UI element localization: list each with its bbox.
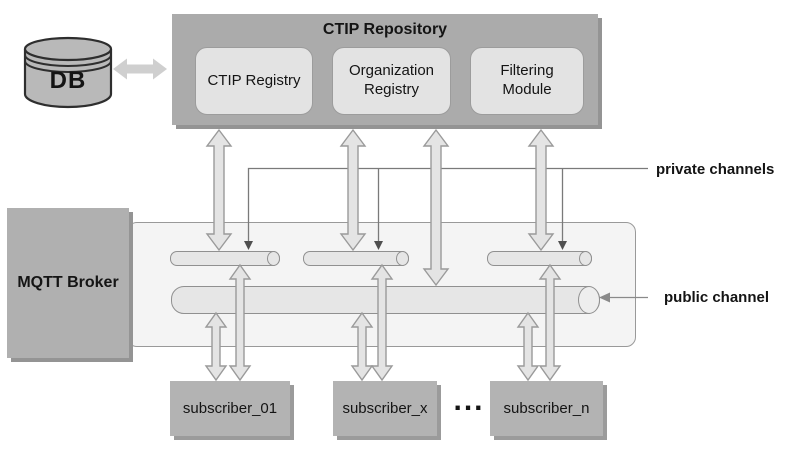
db-repo-arrow: [113, 58, 167, 80]
public-channel-label: public channel: [664, 289, 770, 306]
subscriber-box-3: subscriber_n: [490, 381, 603, 436]
module-label: Filtering Module: [500, 62, 554, 98]
cylinder-end-cap: [267, 251, 280, 266]
repository-title: CTIP Repository: [322, 21, 448, 38]
db-label: DB: [49, 67, 87, 94]
cylinder-end-cap: [579, 251, 592, 266]
cylinder-end-cap: [396, 251, 409, 266]
private-channels-label: private channels: [656, 161, 775, 178]
subscriber-label: subscriber_n: [503, 400, 590, 417]
private-channel-cylinder-2: [303, 251, 409, 266]
private-channel-cylinder-3: [487, 251, 592, 266]
database-icon: DB: [23, 35, 115, 111]
module-organization-registry: Organization Registry: [332, 47, 451, 115]
subscriber-box-2: subscriber_x: [333, 381, 437, 436]
module-filtering-module: Filtering Module: [470, 47, 584, 115]
public-channel-cylinder: [171, 286, 600, 314]
module-ctip-registry: CTIP Registry: [195, 47, 313, 115]
subscriber-label: subscriber_x: [342, 400, 428, 417]
module-label: Organization Registry: [348, 62, 435, 98]
subscriber-box-1: subscriber_01: [170, 381, 290, 436]
cylinder-end-cap: [578, 286, 600, 314]
ctip-repository-box: CTIP Repository CTIP Registry Organizati…: [172, 14, 598, 125]
channel-area: [127, 222, 636, 347]
subscriber-label: subscriber_01: [182, 400, 278, 417]
module-label: CTIP Registry: [207, 71, 301, 89]
subscriber-ellipsis: ...: [453, 384, 485, 417]
mqtt-broker-label: MQTT Broker: [17, 274, 119, 291]
mqtt-broker-box: MQTT Broker: [7, 208, 129, 358]
db-cylinder-shape: [23, 36, 113, 109]
private-channel-cylinder-1: [170, 251, 280, 266]
